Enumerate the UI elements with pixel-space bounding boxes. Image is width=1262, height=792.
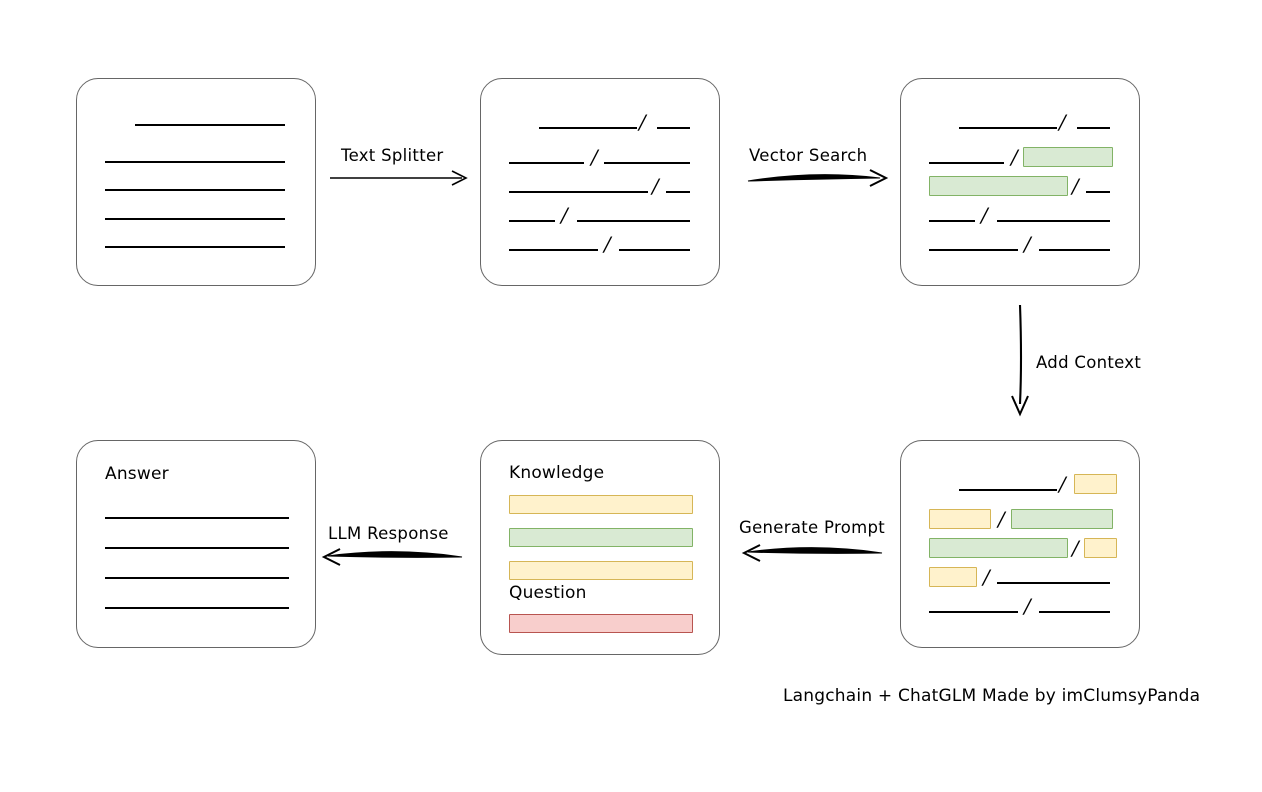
answer-line	[105, 577, 289, 579]
answer-label: Answer	[105, 464, 169, 484]
chunk-separator: /	[1072, 536, 1079, 560]
chunk-separator: /	[591, 145, 598, 169]
knowledge-bar-yellow-2[interactable]	[509, 561, 693, 580]
edge-label-generate-prompt: Generate Prompt	[739, 518, 885, 537]
doc-line	[105, 218, 285, 220]
chunk-separator: /	[1024, 594, 1031, 618]
chunk-separator: /	[604, 232, 611, 256]
chunk-line	[619, 249, 690, 251]
chunk-line	[1086, 191, 1110, 193]
node-prompt[interactable]: Knowledge Question	[480, 440, 720, 655]
doc-line	[105, 161, 285, 163]
doc-line	[105, 189, 285, 191]
question-bar-red-1[interactable]	[509, 614, 693, 633]
answer-line	[105, 607, 289, 609]
knowledge-label: Knowledge	[509, 463, 605, 483]
arrow-llm-response	[321, 548, 463, 566]
chunk-highlight-green[interactable]	[1011, 509, 1113, 529]
chunk-highlight-yellow[interactable]	[1074, 474, 1117, 494]
chunk-line	[929, 162, 1004, 164]
chunk-highlight-yellow[interactable]	[1084, 538, 1117, 558]
answer-line	[105, 517, 289, 519]
node-answer[interactable]: Answer	[76, 440, 316, 648]
doc-line	[105, 246, 285, 248]
chunk-separator: /	[1059, 110, 1066, 134]
answer-line	[105, 547, 289, 549]
chunk-line	[1039, 611, 1110, 613]
chunk-highlight-yellow[interactable]	[929, 567, 977, 587]
chunk-line	[509, 249, 598, 251]
arrow-text-splitter	[330, 170, 468, 186]
knowledge-bar-green-1[interactable]	[509, 528, 693, 547]
chunk-separator: /	[1011, 145, 1018, 169]
node-matched-document[interactable]: / / / / /	[900, 78, 1140, 286]
chunk-highlight-green[interactable]	[929, 176, 1068, 196]
chunk-separator: /	[1059, 472, 1066, 496]
arrow-generate-prompt	[741, 544, 883, 562]
chunk-separator: /	[981, 203, 988, 227]
chunk-highlight-green[interactable]	[1023, 147, 1113, 167]
chunk-line	[509, 191, 648, 193]
chunk-separator: /	[1024, 232, 1031, 256]
chunk-line	[929, 611, 1018, 613]
chunk-line	[509, 220, 555, 222]
chunk-separator: /	[639, 110, 646, 134]
doc-line	[135, 124, 285, 126]
chunk-line	[959, 127, 1057, 129]
node-split-document[interactable]: / / / / /	[480, 78, 720, 286]
chunk-line	[604, 162, 690, 164]
chunk-separator: /	[998, 507, 1005, 531]
chunk-line	[929, 249, 1018, 251]
edge-label-llm-response: LLM Response	[328, 524, 449, 543]
chunk-separator: /	[652, 174, 659, 198]
chunk-separator: /	[1072, 174, 1079, 198]
arrow-add-context	[1011, 304, 1029, 417]
arrow-vector-search	[747, 169, 889, 187]
chunk-line	[509, 162, 584, 164]
chunk-line	[657, 127, 690, 129]
chunk-separator: /	[983, 565, 990, 589]
edge-label-add-context: Add Context	[1036, 353, 1142, 372]
node-context-document[interactable]: / / / / /	[900, 440, 1140, 648]
edge-label-vector-search: Vector Search	[749, 146, 868, 165]
chunk-line	[959, 489, 1057, 491]
chunk-highlight-yellow[interactable]	[929, 509, 991, 529]
edge-label-text-splitter: Text Splitter	[341, 146, 444, 165]
chunk-line	[997, 582, 1110, 584]
node-source-document[interactable]	[76, 78, 316, 286]
chunk-separator: /	[561, 203, 568, 227]
chunk-line	[997, 220, 1110, 222]
knowledge-bar-yellow-1[interactable]	[509, 495, 693, 514]
chunk-line	[539, 127, 637, 129]
chunk-line	[1039, 249, 1110, 251]
diagram-caption: Langchain + ChatGLM Made by imClumsyPand…	[783, 686, 1201, 706]
chunk-highlight-green[interactable]	[929, 538, 1068, 558]
chunk-line	[666, 191, 690, 193]
chunk-line	[1077, 127, 1110, 129]
chunk-line	[577, 220, 690, 222]
question-label: Question	[509, 583, 587, 603]
chunk-line	[929, 220, 975, 222]
